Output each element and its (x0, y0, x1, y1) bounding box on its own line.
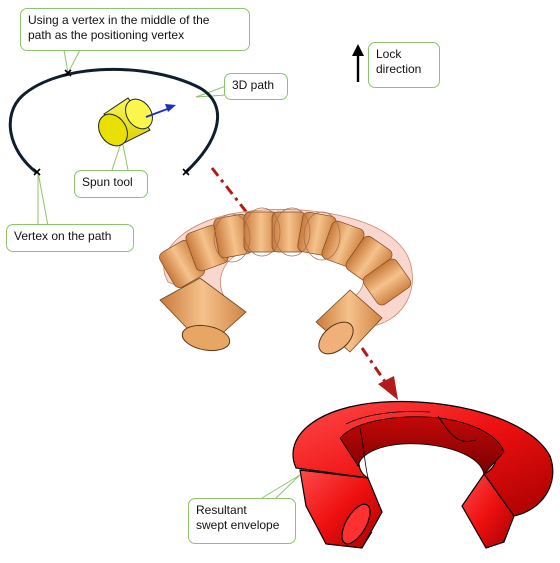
spun-tool (98, 97, 153, 147)
callout-positioning-vertex: Using a vertex in the middle of the path… (20, 8, 250, 51)
vertex-cross-icon (33, 168, 41, 176)
intermediate-sweep-shape (159, 207, 413, 355)
callout-line: path as the positioning vertex (28, 28, 185, 42)
callout-line: direction (376, 62, 422, 76)
callout-line: Spun tool (82, 175, 133, 189)
callout-line: 3D path (232, 78, 275, 92)
callout-line: Lock (376, 47, 402, 61)
callout-lock-direction: Lock direction (368, 42, 440, 88)
callout-line: swept envelope (196, 518, 280, 532)
3d-path-curve (8, 67, 219, 174)
callout-line: Vertex on the path (14, 229, 112, 243)
direction-arrow-icon (145, 104, 176, 118)
callout-vertex-on-path: Vertex on the path (6, 224, 134, 252)
process-arrow-icon (210, 167, 264, 233)
lock-direction-arrow-icon (352, 44, 364, 82)
callout-spun-tool: Spun tool (74, 170, 148, 198)
vertex-cross-icon (64, 69, 72, 77)
process-arrow-icon (360, 347, 398, 400)
callout-swept-envelope: Resultant swept envelope (188, 498, 296, 544)
callout-3d-path: 3D path (224, 73, 288, 100)
resultant-envelope-shape (292, 400, 554, 549)
callout-line: Using a vertex in the middle of the (28, 13, 210, 27)
vertex-cross-icon (182, 168, 190, 176)
callout-line: Resultant (196, 503, 247, 517)
